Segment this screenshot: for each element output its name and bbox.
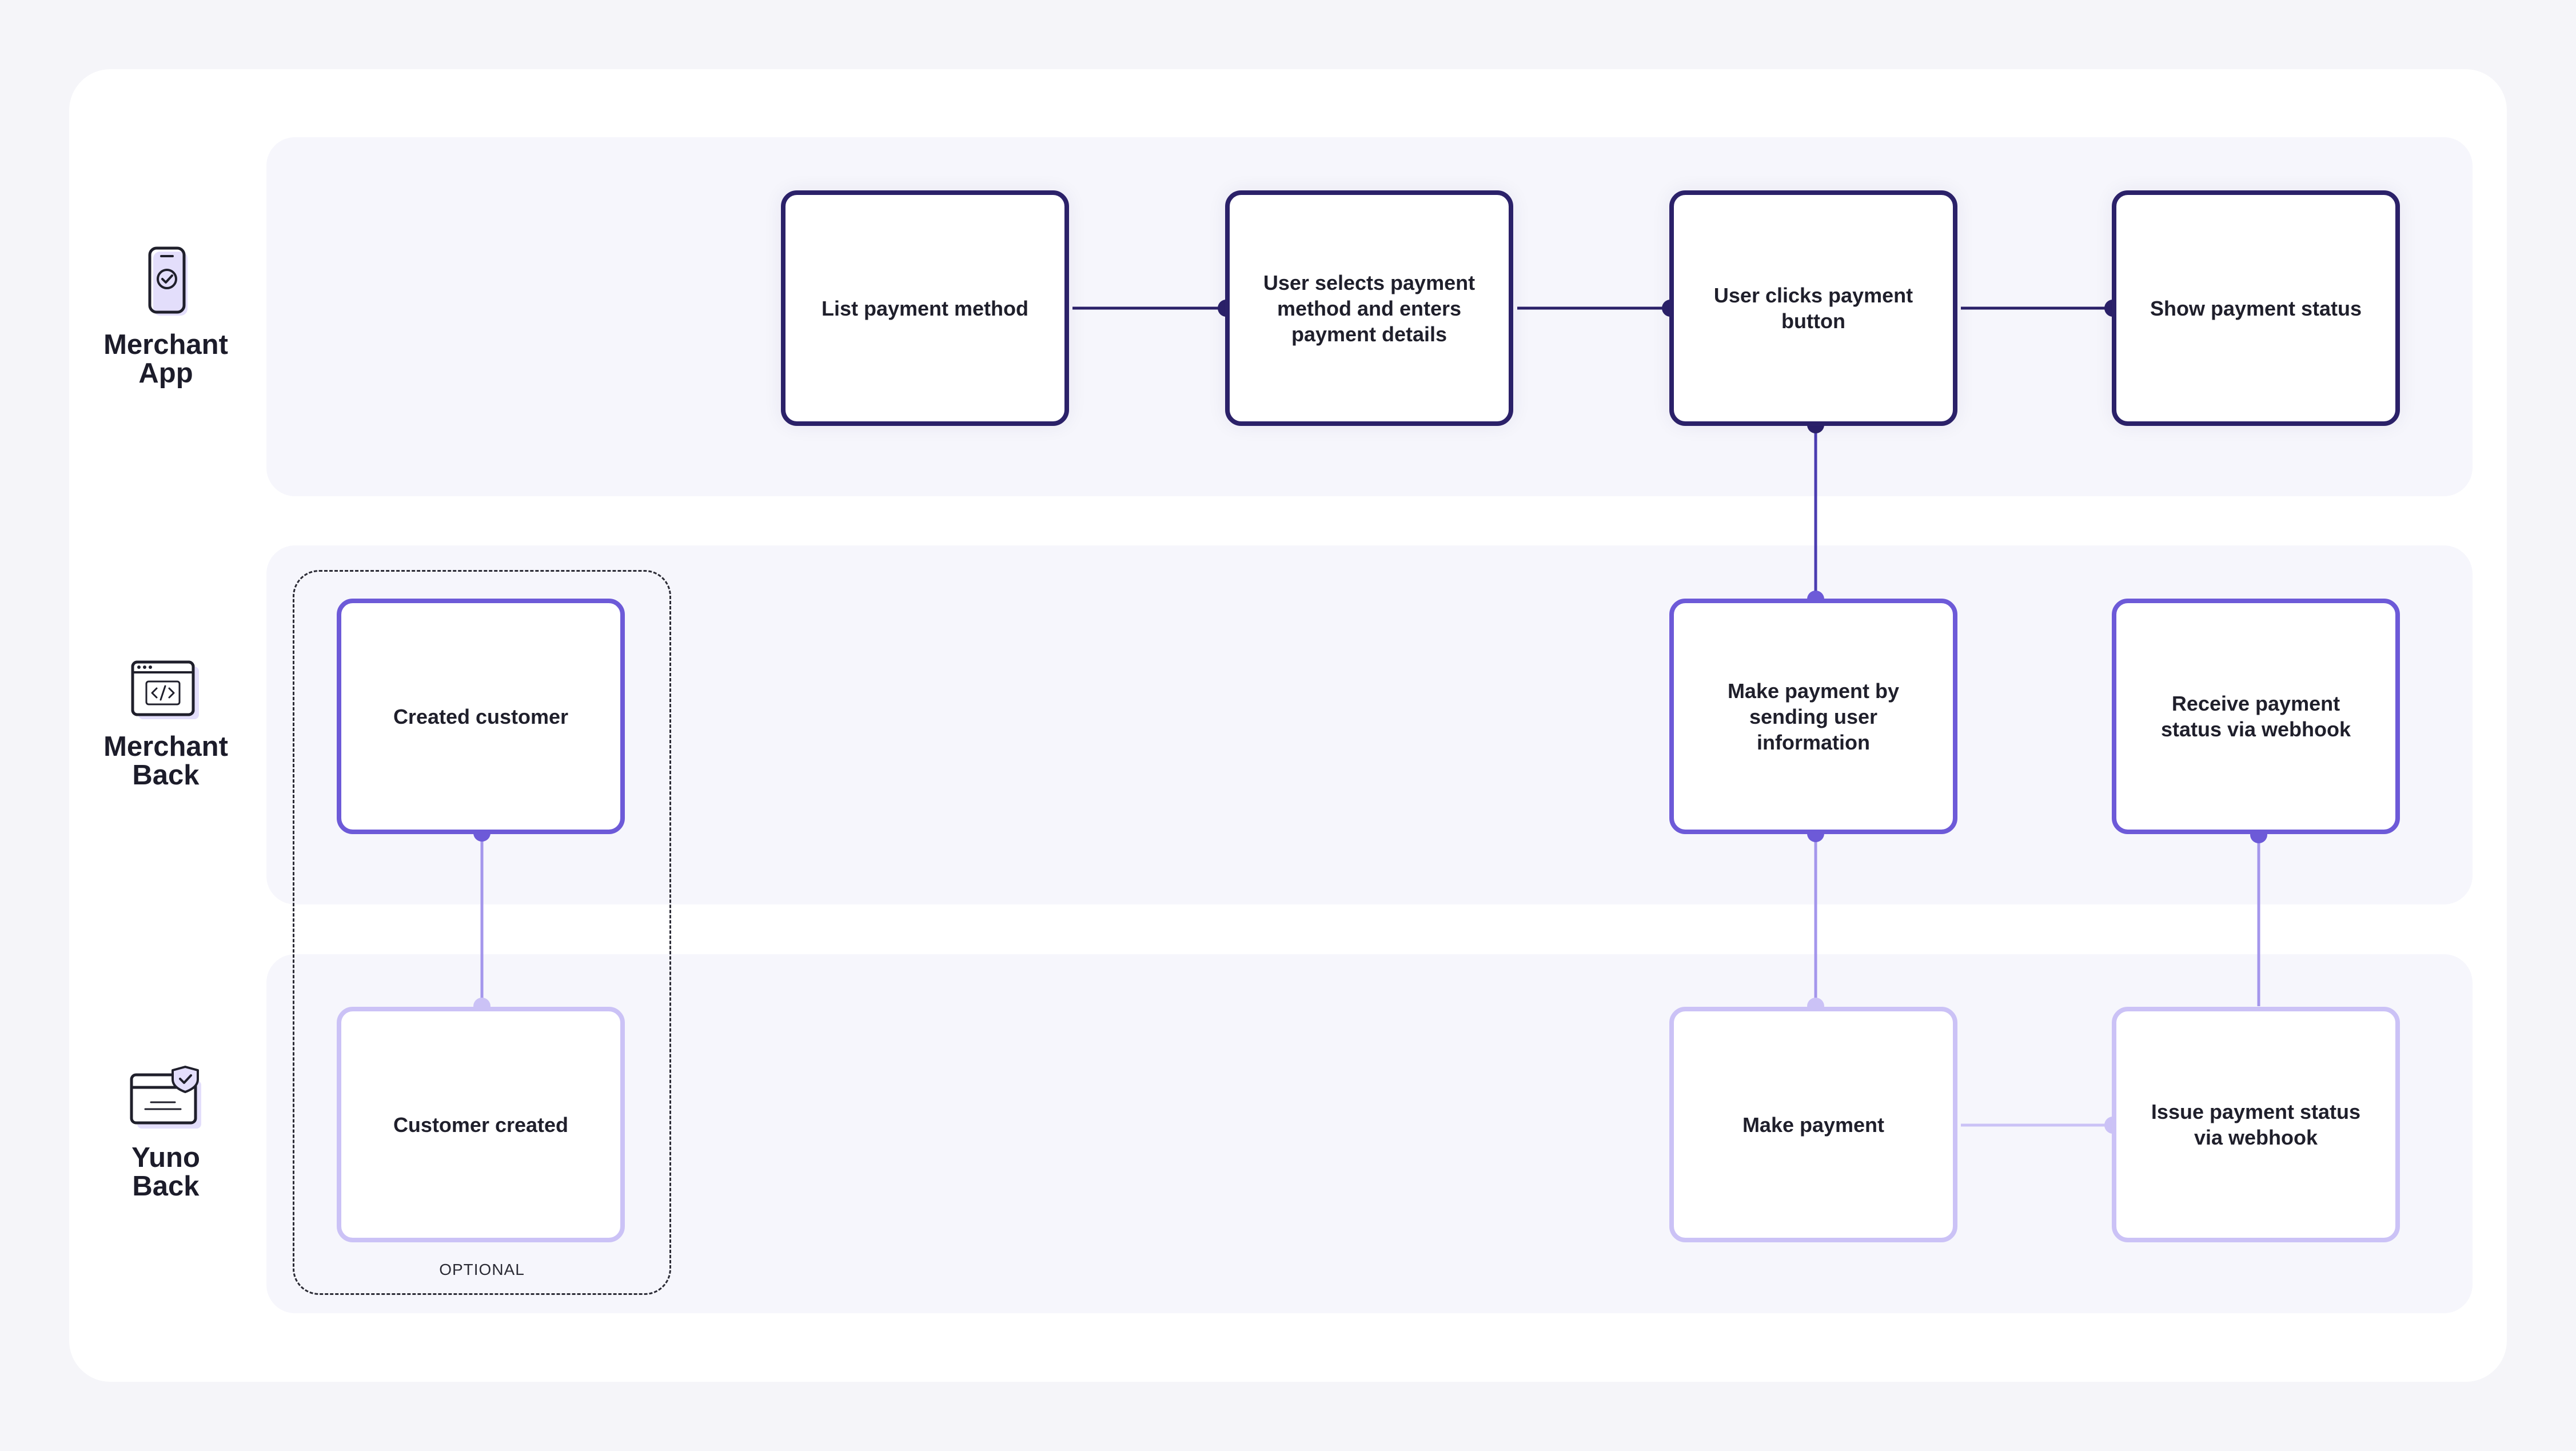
node-label: Customer created bbox=[393, 1113, 569, 1137]
node-label: Make payment by sending user information bbox=[1727, 679, 1900, 754]
node-customer-created: Customer created bbox=[337, 1007, 625, 1242]
node-created-customer: Created customer bbox=[337, 599, 625, 834]
optional-group bbox=[293, 570, 671, 1295]
lane-label-line2: Back bbox=[132, 760, 200, 791]
lane-label-line2: Back bbox=[132, 1171, 200, 1202]
node-label: Show payment status bbox=[2150, 296, 2362, 320]
node-show-payment-status: Show payment status bbox=[2112, 190, 2400, 426]
lane-label-yuno-back: Yuno Back bbox=[69, 1143, 263, 1201]
node-make-payment: Make payment bbox=[1669, 1007, 1957, 1242]
node-issue-payment-status: Issue payment status via webhook bbox=[2112, 1007, 2400, 1242]
lane-label-line1: Merchant bbox=[103, 731, 228, 762]
node-label: Make payment bbox=[1742, 1113, 1885, 1137]
node-label: Created customer bbox=[393, 704, 569, 728]
node-make-payment-sending-info: Make payment by sending user information bbox=[1669, 599, 1957, 834]
code-window-icon bbox=[131, 660, 199, 719]
lane-yuno-back bbox=[266, 954, 2473, 1313]
lane-label-line1: Merchant bbox=[103, 329, 228, 360]
node-label: Issue payment status via webhook bbox=[2151, 1100, 2361, 1149]
lane-label-line1: Yuno bbox=[131, 1142, 200, 1173]
node-label: User selects payment method and enters p… bbox=[1263, 270, 1476, 346]
optional-label: OPTIONAL bbox=[439, 1261, 525, 1278]
node-label: User clicks payment button bbox=[1713, 284, 1913, 333]
node-label: Receive payment status via webhook bbox=[2160, 692, 2351, 741]
card-shield-icon bbox=[130, 1066, 201, 1129]
lane-label-merchant-back: Merchant Back bbox=[69, 732, 263, 790]
lane-label-line2: App bbox=[138, 358, 193, 389]
node-receive-payment-status: Receive payment status via webhook bbox=[2112, 599, 2400, 834]
node-user-clicks-payment: User clicks payment button bbox=[1669, 190, 1957, 426]
lane-merchant-back bbox=[266, 545, 2473, 904]
lane-label-merchant-app: Merchant App bbox=[69, 330, 263, 388]
node-user-selects-payment: User selects payment method and enters p… bbox=[1225, 190, 1513, 426]
node-label: List payment method bbox=[821, 296, 1029, 320]
node-list-payment-method: List payment method bbox=[781, 190, 1069, 426]
mobile-phone-icon bbox=[148, 246, 188, 316]
